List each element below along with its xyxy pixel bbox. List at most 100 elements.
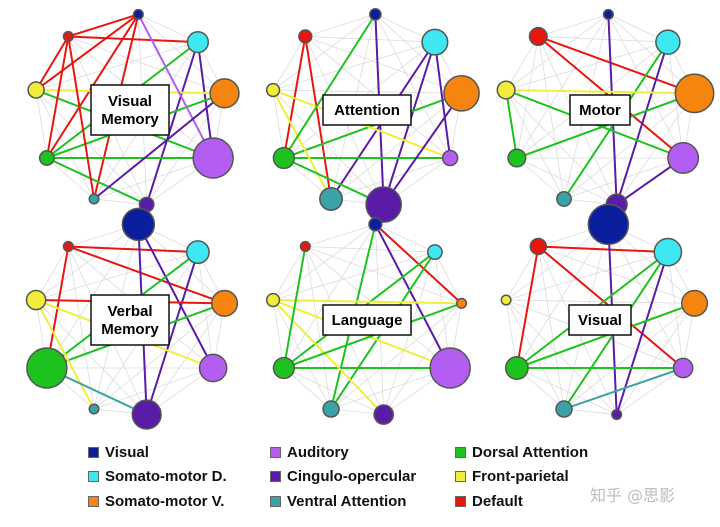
panel-title-box (322, 304, 412, 336)
panel-title: Memory (101, 111, 159, 128)
network-connection (515, 245, 540, 369)
background-connection (272, 246, 306, 301)
network-node (672, 357, 694, 379)
background-connection (93, 198, 147, 205)
network-node (185, 240, 210, 265)
panel-title-box (568, 304, 632, 336)
background-connection (383, 303, 462, 415)
network-node (272, 356, 296, 380)
background-connection (516, 157, 617, 205)
background-connection (375, 224, 436, 253)
background-connection (330, 157, 451, 200)
background-connection (563, 408, 617, 415)
background-connection (505, 89, 565, 200)
background-connection (272, 36, 306, 91)
background-connection (506, 299, 695, 304)
background-connection (563, 157, 684, 200)
network-connection (145, 251, 199, 416)
network-connection (45, 35, 70, 159)
network-node (500, 294, 512, 306)
network-node (674, 73, 715, 114)
background-connection (93, 303, 225, 410)
background-connection (283, 224, 376, 369)
network-connection (67, 245, 226, 305)
background-connection (305, 246, 462, 304)
network-connection (537, 245, 669, 254)
network-connection (563, 367, 685, 411)
network-node (529, 237, 548, 256)
panel-title-box (90, 84, 170, 136)
background-connection (35, 251, 198, 301)
background-connection (272, 299, 285, 369)
background-connection (516, 157, 565, 200)
network-node (441, 149, 459, 167)
background-connection (505, 246, 539, 301)
network-node (26, 347, 68, 389)
background-connection (616, 93, 695, 205)
background-connection (146, 303, 225, 415)
panel-title-box (322, 94, 412, 126)
network-node (322, 400, 340, 418)
background-connection (273, 89, 462, 94)
network-connection (45, 157, 148, 206)
network-node (198, 353, 228, 383)
network-connection (145, 41, 199, 206)
network-connection (35, 299, 96, 411)
network-node (299, 240, 311, 253)
panel-title: Verbal (107, 303, 152, 320)
network-connection (282, 157, 385, 206)
network-connection (35, 13, 140, 92)
network-connection (304, 35, 333, 201)
panel-title: Visual (578, 312, 622, 329)
network-connection (272, 299, 463, 305)
background-connection (283, 367, 384, 415)
network-node (429, 347, 471, 389)
background-connection (305, 36, 462, 94)
network-node (365, 186, 403, 223)
network-connection (67, 35, 96, 201)
network-connection (374, 223, 452, 369)
network-connection (67, 245, 199, 254)
panel-title-box (569, 94, 631, 126)
background-connection (563, 303, 695, 410)
background-connection (272, 41, 435, 91)
network-node (426, 244, 443, 261)
network-connection (433, 41, 452, 159)
network-node (88, 403, 100, 415)
network-node (455, 297, 468, 309)
network-node (265, 292, 281, 308)
background-connection (616, 367, 684, 415)
background-connection (35, 246, 69, 301)
network-panel: Attention (265, 8, 480, 223)
network-connection (382, 92, 463, 206)
background-connection (93, 367, 214, 410)
network-node (680, 289, 709, 317)
network-node (655, 29, 681, 55)
background-connection (538, 246, 695, 304)
network-node (27, 81, 45, 99)
background-connection (35, 89, 48, 159)
network-node (368, 217, 383, 232)
background-connection (305, 13, 376, 37)
network-connection (615, 41, 669, 206)
network-node (556, 191, 572, 207)
background-connection (46, 157, 95, 200)
background-connection (516, 14, 609, 159)
network-connection (282, 245, 307, 369)
background-connection (505, 251, 668, 301)
watermark: 知乎 @思影 (590, 486, 676, 505)
background-connection (505, 36, 539, 91)
network-node (265, 82, 281, 98)
panel-title: Visual (108, 93, 152, 110)
background-connection (538, 36, 668, 43)
background-connection (516, 367, 617, 415)
background-connection (146, 93, 225, 205)
network-connection (137, 13, 215, 159)
network-node (121, 207, 156, 242)
network-connection (537, 35, 696, 95)
network-node (667, 142, 700, 174)
network-node (25, 289, 47, 311)
background-connection (272, 89, 285, 159)
